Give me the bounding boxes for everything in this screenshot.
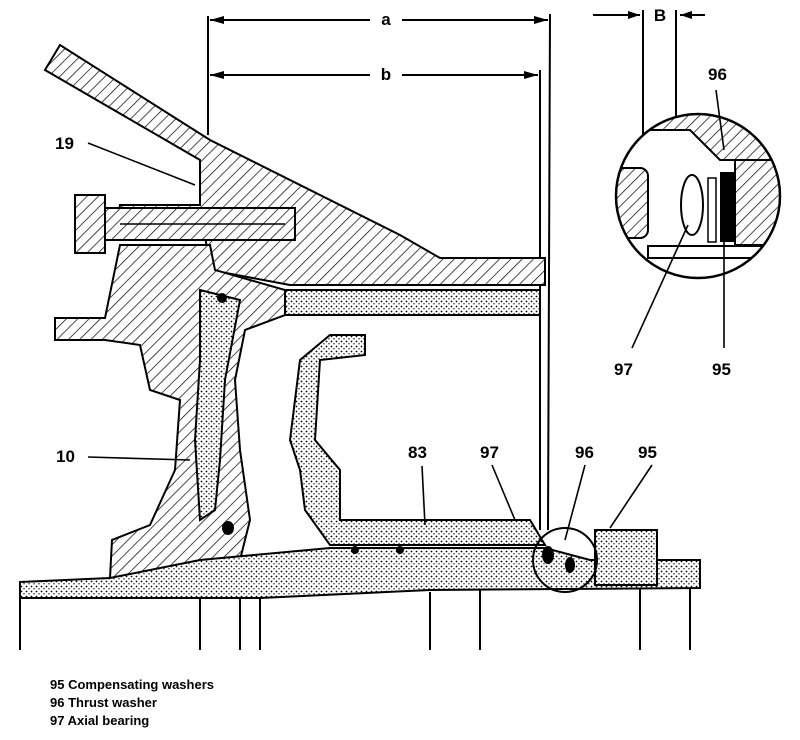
callout-19: 19 — [55, 134, 74, 153]
detail-callout-96: 96 — [708, 65, 727, 84]
bell-housing — [54, 244, 286, 580]
leader-lines — [87, 89, 725, 541]
detail-callout-97: 97 — [614, 360, 633, 379]
legend-item-thrust-washer: 96 Thrust washer — [50, 695, 157, 710]
detail-area-marker — [532, 527, 598, 593]
shaft-centerline — [19, 588, 691, 650]
bolt — [74, 194, 296, 254]
output-housing — [288, 334, 547, 546]
detail-magnifier — [614, 112, 782, 280]
inner-web — [193, 288, 242, 522]
dimension-B-label: B — [654, 6, 666, 25]
callout-10: 10 — [56, 447, 75, 466]
legend-item-axial-bearing: 97 Axial bearing — [50, 713, 150, 728]
detail-callout-95: 95 — [712, 360, 731, 379]
dimension-arrows — [210, 11, 692, 79]
callout-95: 95 — [638, 443, 657, 462]
legend: 95 Compensating washers 96 Thrust washer… — [50, 676, 450, 730]
compensating-washers-block — [594, 529, 658, 586]
bearing-balls — [217, 293, 575, 573]
dimension-b-label: b — [381, 65, 391, 84]
legend-item-compensating-washers: 95 Compensating washers — [50, 677, 214, 692]
callout-97: 97 — [480, 443, 499, 462]
callout-96: 96 — [575, 443, 594, 462]
housing-flange — [284, 289, 541, 316]
transmission-cross-section-diagram: a b B 19 10 83 97 96 95 96 97 95 — [19, 6, 782, 650]
dimension-a-label: a — [381, 10, 391, 29]
callout-83: 83 — [408, 443, 427, 462]
